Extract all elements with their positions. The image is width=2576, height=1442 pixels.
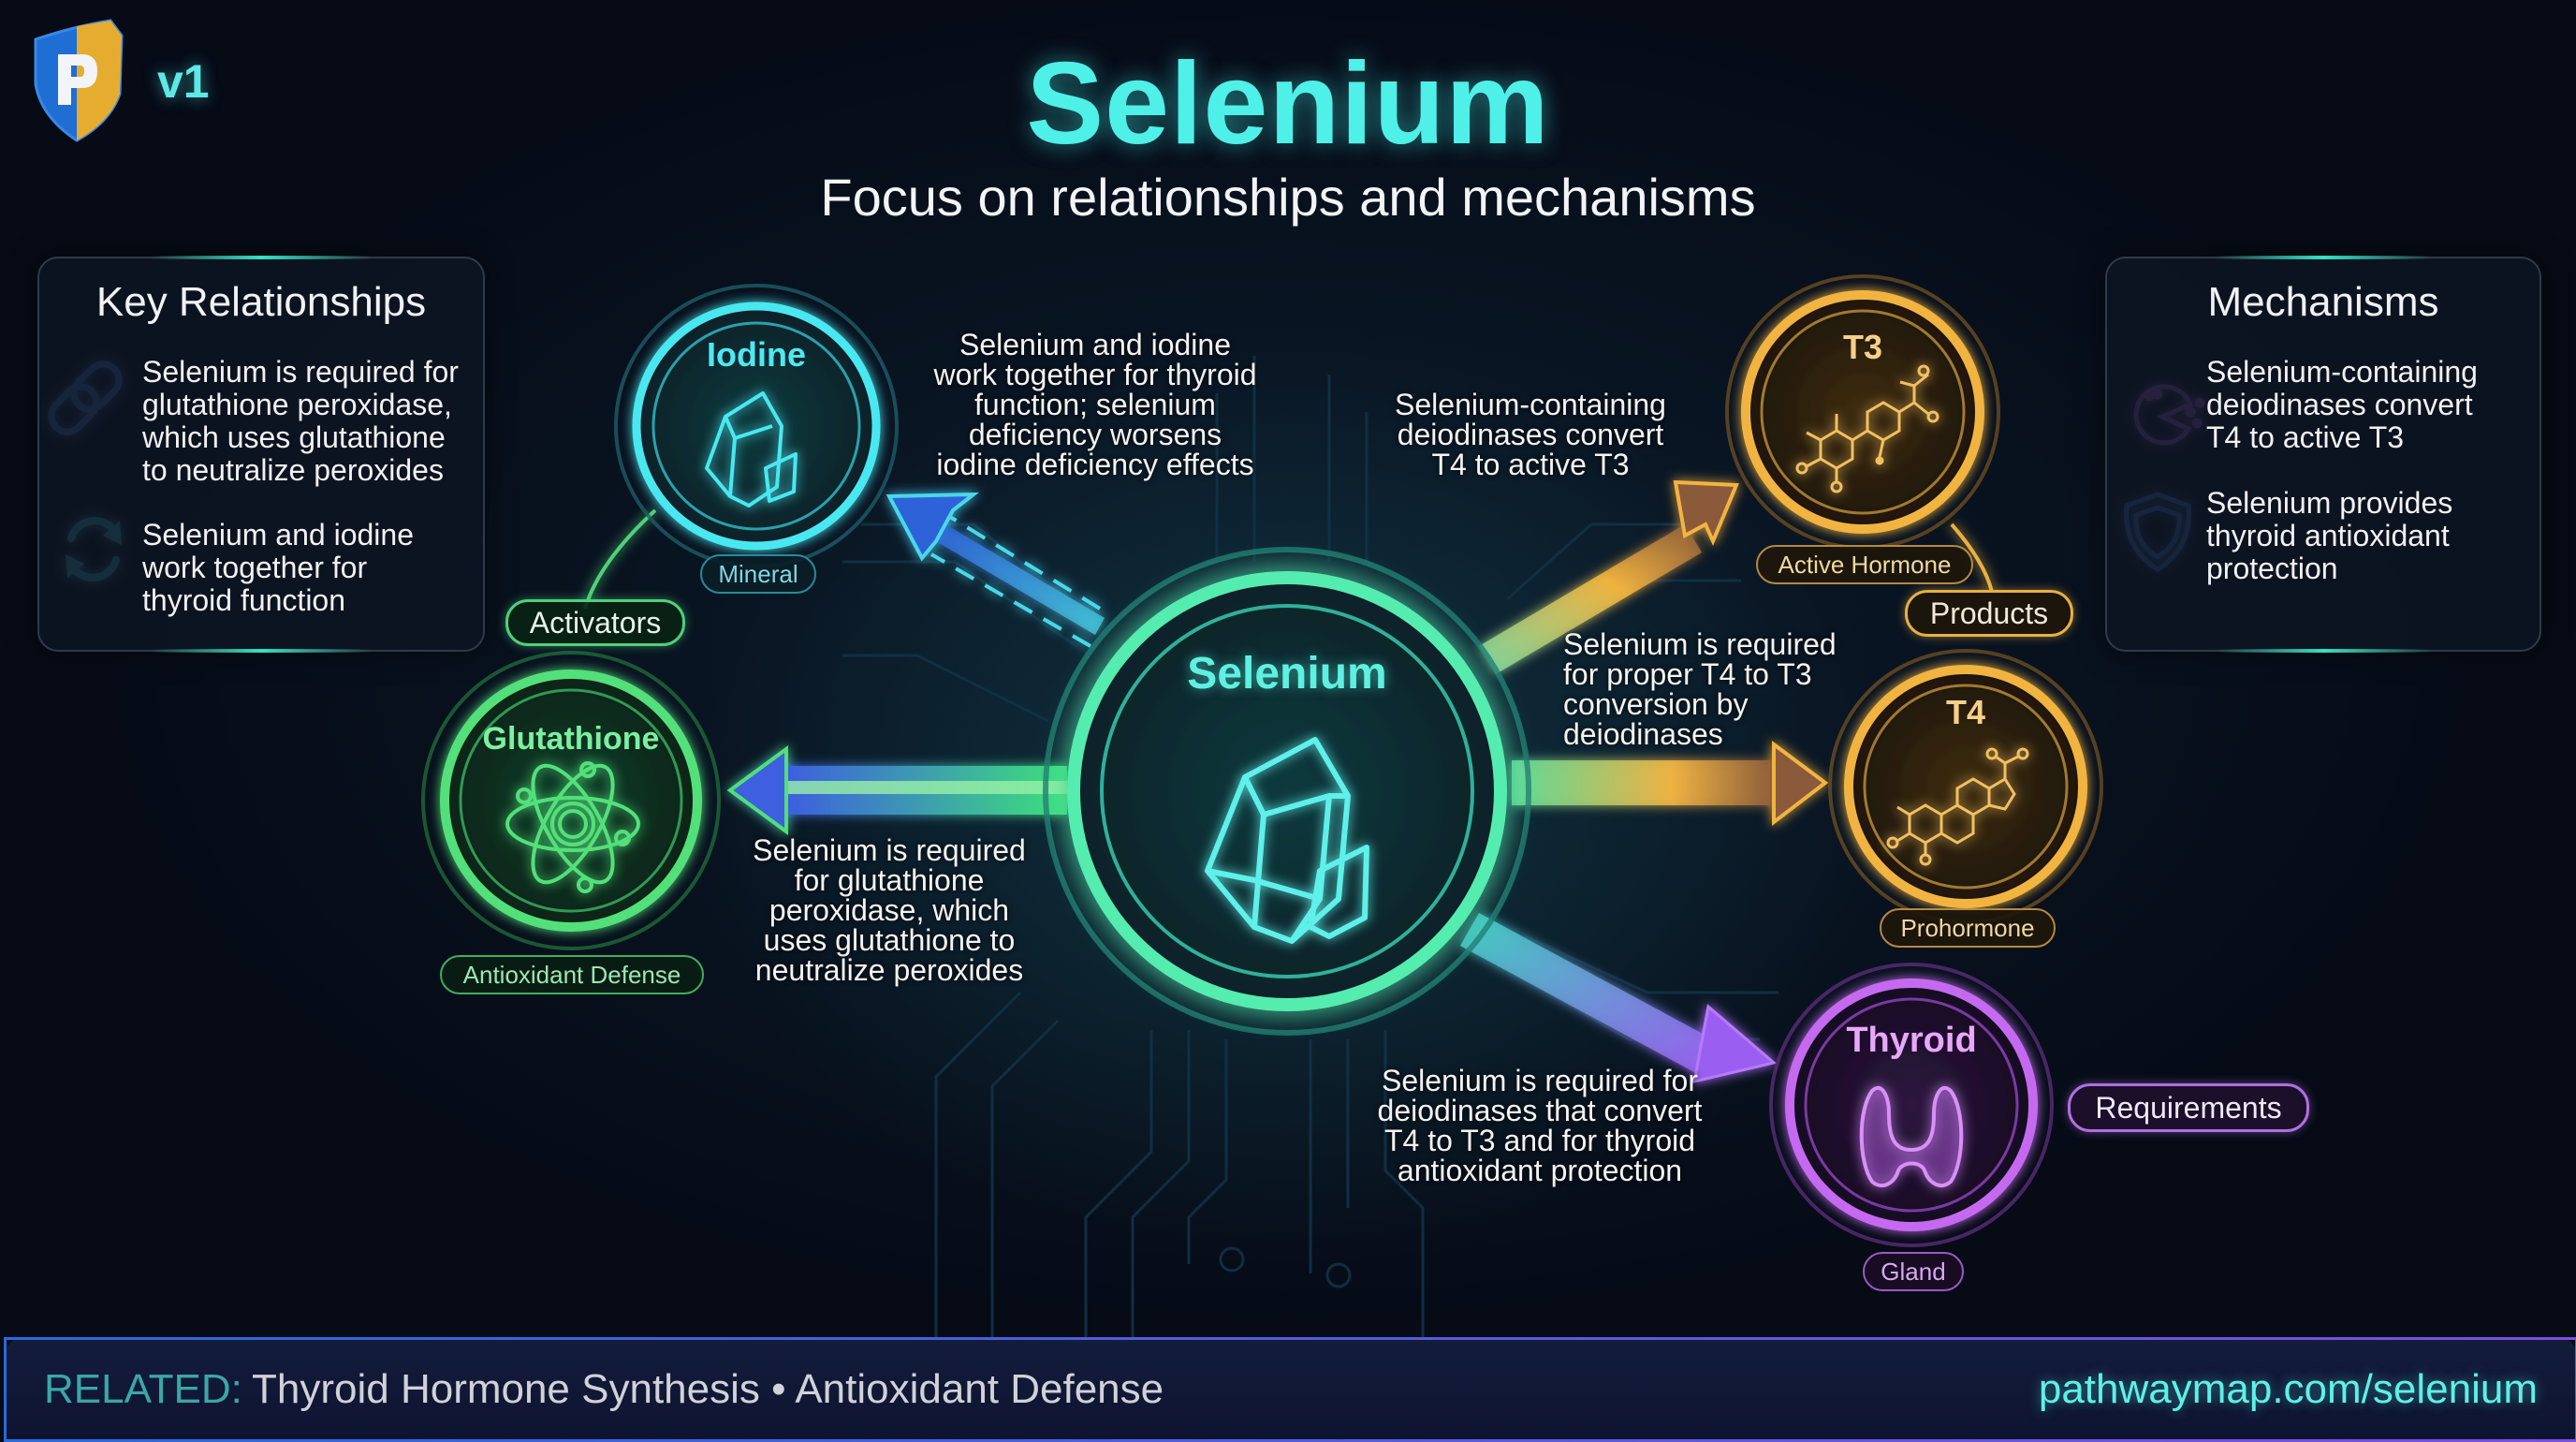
annotation-glutathione: Selenium is required for glutathione per… — [711, 835, 1067, 985]
text-line: for proper T4 to T3 — [1563, 657, 1812, 691]
related-topics-link[interactable]: Thyroid Hormone Synthesis • Antioxidant … — [252, 1366, 1164, 1412]
text-line: to neutralize peroxides — [142, 453, 444, 487]
relationship-item: Selenium is required for glutathione per… — [142, 356, 479, 487]
t3-node-label[interactable]: T3 — [1842, 328, 1882, 366]
mechanism-text: Selenium provides thyroid antioxidant pr… — [2206, 487, 2452, 585]
products-group-label: Products — [1905, 590, 2073, 637]
text-line: deiodinases that convert — [1377, 1094, 1703, 1127]
glutathione-node-ring — [421, 651, 721, 950]
circuit-traces — [842, 356, 1778, 1339]
thyroid-node-ring — [1769, 963, 2054, 1247]
glutathione-tag: Antioxidant Defense — [440, 955, 704, 994]
mechanism-item: Selenium-containing deiodinases convert … — [2206, 356, 2534, 454]
connector-iodine-activators — [583, 508, 657, 610]
relationship-text: Selenium and iodine work together for th… — [142, 519, 414, 617]
t3-node-ring — [1725, 274, 2000, 550]
iodine-crystal-icon — [705, 391, 798, 508]
arrow-to-glutathione — [726, 745, 1067, 835]
text-line: iodine deficiency effects — [936, 448, 1254, 481]
text-line: thyroid function — [142, 583, 346, 617]
annotation-t3: Selenium-containing deiodinases convert … — [1367, 390, 1694, 479]
relationship-text: Selenium is required for glutathione per… — [142, 356, 459, 487]
text-line: Selenium is required — [753, 833, 1026, 867]
panel-glow-top — [150, 256, 373, 259]
iodine-tag: Mineral — [700, 554, 816, 594]
related-label: RELATED: — [44, 1366, 242, 1412]
panel-title: Mechanisms — [2207, 279, 2439, 325]
text-line: T4 to active T3 — [2206, 420, 2405, 454]
key-relationships-panel: Key Relationships Selenium is required f… — [37, 256, 485, 653]
arrow-to-thyroid — [1460, 913, 1778, 1083]
text-line: Selenium-containing — [2206, 355, 2478, 389]
activators-group-label: Activators — [505, 599, 685, 646]
thyroid-node-label[interactable]: Thyroid — [1846, 1021, 1977, 1060]
text-line: deficiency worsens — [968, 418, 1222, 451]
text-line: Selenium-containing — [1395, 388, 1666, 421]
panel-glow-bottom — [150, 649, 373, 653]
text-line: T4 to T3 and for thyroid — [1383, 1124, 1696, 1157]
text-line: function; selenium — [974, 388, 1216, 421]
text-line: protection — [2206, 552, 2338, 585]
arrow-to-t3 — [1479, 479, 1739, 674]
text-line: deiodinases — [1563, 717, 1723, 751]
text-line: Selenium is required for — [142, 355, 459, 389]
mechanisms-panel: Mechanisms Selenium-containing deiodinas… — [2105, 256, 2541, 653]
text-line: Selenium is required — [1563, 627, 1837, 661]
text-line: Selenium is required for — [1382, 1064, 1698, 1097]
molecule-t4-icon — [1886, 747, 2029, 866]
panel-glow-bottom — [2215, 649, 2432, 653]
text-line: Selenium and iodine — [142, 518, 414, 552]
text-line: which uses glutathione — [142, 420, 446, 454]
requirements-group-label: Requirements — [2068, 1083, 2309, 1132]
selenium-node-ring — [1043, 547, 1531, 1036]
atom-icon — [505, 761, 640, 893]
version-label: v1 — [157, 55, 210, 108]
t4-tag: Prohormone — [1880, 908, 2056, 948]
annotation-iodine: Selenium and iodine work together for th… — [880, 330, 1310, 479]
text-line: antioxidant protection — [1397, 1154, 1683, 1187]
text-line: peroxidase, which — [768, 893, 1010, 927]
page-subtitle: Focus on relationships and mechanisms — [820, 168, 1756, 227]
thyroid-tag: Gland — [1863, 1252, 1964, 1291]
iodine-node-ring — [614, 284, 899, 568]
t3-tag: Active Hormone — [1756, 545, 1973, 584]
text-line: T4 to active T3 — [1431, 448, 1630, 481]
glutathione-node-label[interactable]: Glutathione — [482, 721, 660, 757]
text-line: deiodinases convert — [2206, 388, 2473, 421]
panel-title: Key Relationships — [95, 279, 427, 325]
text-line: Selenium and iodine — [959, 328, 1231, 361]
t4-node-label[interactable]: T4 — [1945, 693, 1985, 731]
relationship-item: Selenium and iodine work together for th… — [142, 519, 479, 617]
text-line: Selenium provides — [2206, 486, 2453, 520]
footer-url-link[interactable]: pathwaymap.com/selenium — [2038, 1366, 2538, 1412]
crystal-icon — [1205, 737, 1369, 944]
arrow-to-t4 — [1512, 741, 1829, 827]
selenium-node-label[interactable]: Selenium — [1187, 649, 1387, 699]
text-line: work together for thyroid — [933, 358, 1257, 391]
connector-t3-products — [1950, 522, 1994, 593]
arrow-to-iodine — [886, 492, 1105, 648]
annotation-thyroid: Selenium is required for deiodinases tha… — [1348, 1066, 1732, 1185]
text-line: for glutathione — [794, 863, 985, 897]
text-line: thyroid antioxidant — [2206, 519, 2450, 552]
text-line: conversion by — [1563, 687, 1749, 721]
annotation-t4: Selenium is required for proper T4 to T3… — [1563, 629, 1872, 749]
iodine-node-label[interactable]: Iodine — [707, 335, 806, 374]
mechanism-text: Selenium-containing deiodinases convert … — [2206, 356, 2478, 454]
page-title: Selenium — [1026, 39, 1550, 169]
panel-glow-top — [2215, 256, 2432, 259]
text-line: deiodinases convert — [1397, 418, 1664, 451]
footer-bar: RELATED: Thyroid Hormone Synthesis • Ant… — [4, 1337, 2576, 1442]
text-line: neutralize peroxides — [754, 953, 1024, 987]
text-line: glutathione peroxidase, — [142, 388, 452, 421]
text-line: work together for — [142, 551, 368, 584]
thyroid-gland-icon — [1859, 1085, 1964, 1188]
molecule-t3-icon — [1795, 364, 1939, 493]
text-line: uses glutathione to — [763, 923, 1016, 957]
mechanism-item: Selenium provides thyroid antioxidant pr… — [2206, 487, 2534, 585]
shield-p-logo-icon — [34, 19, 124, 142]
